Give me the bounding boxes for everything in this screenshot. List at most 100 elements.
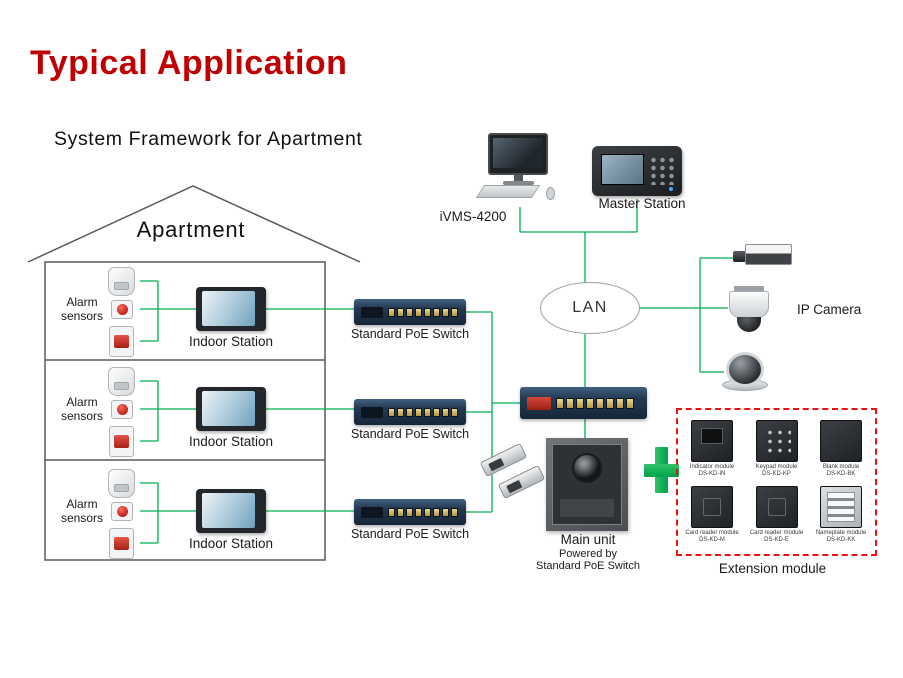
monitor-icon xyxy=(488,133,548,175)
extension-module-label: Extension module xyxy=(718,561,827,576)
card-reader-module-icon xyxy=(755,485,798,528)
extension-module-box: Indicator module DS-KD-IN Keypad module … xyxy=(676,408,877,556)
ivms-computer-icon xyxy=(475,133,562,205)
core-poe-switch-device xyxy=(520,387,647,419)
poe-switch-label-3: Standard PoE Switch xyxy=(350,527,470,541)
switch-ports xyxy=(388,307,458,317)
extension-row-2: Card reader module DS-KD-M Card reader m… xyxy=(679,485,874,544)
diagram-subtitle: System Framework for Apartment xyxy=(54,128,363,150)
emergency-button-icon xyxy=(109,528,134,559)
module-caption: Keypad module DS-KD-KP xyxy=(755,464,798,478)
motion-sensor-icon xyxy=(108,367,135,396)
green-connection-lines xyxy=(140,199,733,544)
extension-cell: Card reader module DS-KD-M xyxy=(681,485,744,544)
ptz-camera-icon xyxy=(728,286,770,338)
panic-button-icon xyxy=(111,300,133,319)
blank-module-icon xyxy=(820,420,862,463)
extension-cell: Card reader module DS-KD-E xyxy=(745,485,808,544)
switch-brand-plate xyxy=(527,396,551,410)
switch-brand-plate xyxy=(361,306,383,318)
indoor-station-label-1: Indoor Station xyxy=(188,334,274,349)
camera-dome xyxy=(726,352,764,387)
emergency-button-icon xyxy=(109,326,134,357)
monitor-base xyxy=(503,181,534,185)
keypad-module-icon xyxy=(755,420,798,463)
mouse-icon xyxy=(546,187,555,200)
emergency-button-icon xyxy=(109,426,134,457)
keyboard-icon xyxy=(475,185,541,198)
master-station-led xyxy=(669,187,673,191)
module-caption: Indicator module DS-KD-IN xyxy=(689,464,735,478)
module-caption: Card reader module DS-KD-E xyxy=(749,529,804,543)
switch-brand-plate xyxy=(361,506,383,518)
poe-switch-device-3 xyxy=(354,499,466,525)
switch-ports xyxy=(388,407,458,417)
poe-switch-device-1 xyxy=(354,299,466,325)
alarm-sensors-label-1: Alarm sensors xyxy=(60,295,104,323)
master-station-icon xyxy=(592,146,682,196)
main-unit-label: Main unit xyxy=(560,532,616,547)
door-phone-screen xyxy=(488,457,505,472)
lan-node: LAN xyxy=(540,282,640,334)
master-station-keypad xyxy=(648,155,675,185)
poe-switch-label-2: Standard PoE Switch xyxy=(350,427,470,441)
module-caption: Card reader module DS-KD-M xyxy=(685,529,739,543)
plus-horizontal-bar xyxy=(644,464,679,477)
module-reader-zone xyxy=(767,497,786,516)
indicator-module-icon xyxy=(691,420,733,463)
indoor-station-label-2: Indoor Station xyxy=(188,434,274,449)
nameplate-module-icon xyxy=(820,485,862,528)
dome-camera-icon xyxy=(722,352,768,394)
emergency-button-bar xyxy=(114,335,129,348)
sensor-window xyxy=(114,282,129,290)
indoor-station-device-1 xyxy=(196,287,266,331)
extension-row-1: Indicator module DS-KD-IN Keypad module … xyxy=(679,420,874,478)
ip-camera-label: IP Camera xyxy=(797,302,862,317)
motion-sensor-icon xyxy=(108,267,135,296)
panic-button-icon xyxy=(111,400,133,419)
alarm-sensors-label-3: Alarm sensors xyxy=(60,497,104,525)
card-reader-module-icon xyxy=(691,485,733,528)
main-unit-powered-by-switch: Standard PoE Switch xyxy=(536,560,640,572)
module-caption: Blank module DS-KD-BK xyxy=(822,464,860,478)
main-unit-powered-by: Powered by xyxy=(558,548,618,560)
ivms-label: iVMS-4200 xyxy=(439,209,507,224)
switch-ports xyxy=(388,507,458,517)
camera-body xyxy=(729,291,769,318)
module-reader-zone xyxy=(703,497,721,516)
indoor-station-device-3 xyxy=(196,489,266,533)
plus-icon xyxy=(644,447,679,493)
module-nameplates xyxy=(827,491,855,522)
master-station-screen xyxy=(601,154,644,185)
poe-switch-label-1: Standard PoE Switch xyxy=(350,327,470,341)
camera-dome xyxy=(737,317,761,332)
extension-cell: Keypad module DS-KD-KP xyxy=(745,420,808,478)
switch-brand-plate xyxy=(361,406,383,418)
motion-sensor-icon xyxy=(108,469,135,498)
camera-body xyxy=(745,244,792,265)
main-unit-speaker xyxy=(560,499,614,517)
indoor-station-device-2 xyxy=(196,387,266,431)
module-keypad xyxy=(762,426,791,457)
monitor-stand xyxy=(514,175,523,182)
house-outline xyxy=(27,185,361,561)
master-station-label: Master Station xyxy=(598,196,686,211)
main-unit-camera xyxy=(572,453,602,483)
extension-cell: Indicator module DS-KD-IN xyxy=(681,420,744,478)
indoor-station-label-3: Indoor Station xyxy=(188,536,274,551)
module-caption: Nameplate module DS-KD-KK xyxy=(815,529,867,543)
indoor-station-screen xyxy=(202,391,255,426)
panic-button-cap xyxy=(116,404,128,415)
monitor-screen xyxy=(493,138,543,168)
poe-switch-device-2 xyxy=(354,399,466,425)
main-unit-labels: Main unit Powered by Standard PoE Switch xyxy=(508,532,668,572)
indoor-station-screen xyxy=(202,291,255,326)
emergency-button-bar xyxy=(114,435,129,448)
indoor-station-screen xyxy=(202,493,255,528)
panic-button-icon xyxy=(111,502,133,521)
extension-cell: Nameplate module DS-KD-KK xyxy=(810,485,873,544)
page-title: Typical Application xyxy=(30,44,348,82)
apartment-label: Apartment xyxy=(136,217,246,242)
